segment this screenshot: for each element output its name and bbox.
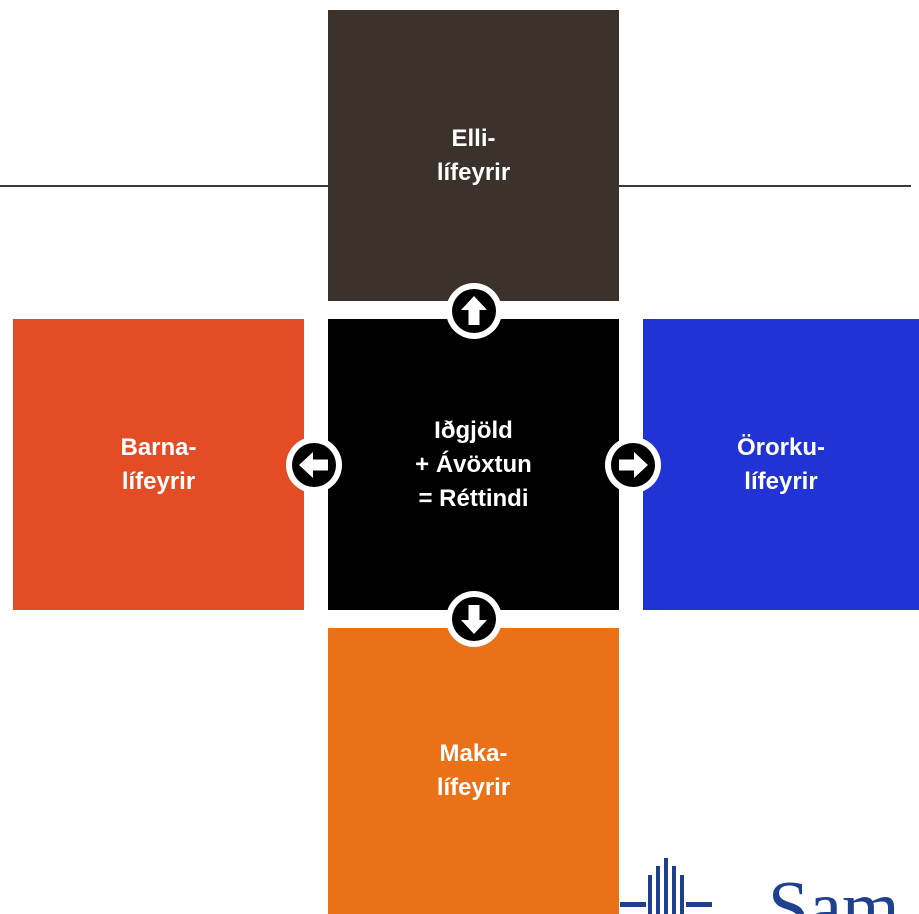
ororku-lifeyrir-box: Örorku- lífeyrir bbox=[643, 319, 919, 610]
barna-lifeyrir-label: Barna- lífeyrir bbox=[120, 433, 197, 495]
sam-logo: Sam bbox=[620, 858, 900, 914]
arrow-right-icon bbox=[605, 437, 661, 493]
arrow-down-icon bbox=[446, 591, 502, 647]
divider-line-right bbox=[608, 185, 911, 187]
svg-text:Sam: Sam bbox=[768, 867, 900, 914]
elli-lifeyrir-label: Elli- lífeyrir bbox=[436, 124, 511, 186]
barna-lifeyrir-box: Barna- lífeyrir bbox=[13, 319, 304, 610]
elli-lifeyrir-box: Elli- lífeyrir bbox=[328, 10, 619, 301]
arrow-left-icon bbox=[286, 437, 342, 493]
arrow-up-icon bbox=[446, 283, 502, 339]
divider-line-left bbox=[0, 185, 340, 187]
ororku-lifeyrir-label: Örorku- lífeyrir bbox=[736, 433, 825, 495]
maka-lifeyrir-label: Maka- lífeyrir bbox=[436, 740, 511, 801]
maka-lifeyrir-box: Maka- lífeyrir bbox=[328, 628, 619, 914]
idgjold-center-box: Iðgjöld + Ávöxtun = Réttindi bbox=[328, 319, 619, 610]
idgjold-label: Iðgjöld + Ávöxtun = Réttindi bbox=[415, 416, 532, 512]
